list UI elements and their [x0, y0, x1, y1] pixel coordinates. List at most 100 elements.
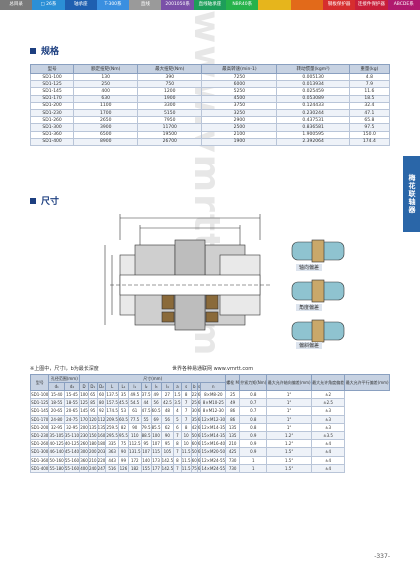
- table-cell: 24-75: [63, 414, 81, 424]
- table-cell: 112: [96, 414, 107, 424]
- dims-header-cell: 最大允许平行偏差(mm): [344, 374, 390, 391]
- table-cell: 4500: [201, 94, 278, 103]
- table-cell: 173: [150, 455, 162, 465]
- table-cell: 390: [137, 72, 203, 82]
- table-cell: 40-125: [48, 439, 65, 449]
- table-cell: SD1-100: [29, 389, 50, 400]
- table-cell: 135: [96, 422, 107, 432]
- table-cell: ±4: [310, 439, 346, 449]
- table-cell: 6500: [73, 130, 139, 139]
- table-cell: 0.437531: [276, 116, 350, 125]
- table-cell: 15-45: [63, 389, 81, 400]
- table-cell: 11700: [137, 123, 203, 132]
- table-cell: 1.5°: [266, 455, 312, 465]
- dims-subheader-cell: L: [105, 382, 119, 391]
- nav-item-0[interactable]: 总目录: [0, 0, 33, 10]
- dims-subheader-cell: l₃: [150, 382, 162, 391]
- table-cell: 50-160: [48, 455, 65, 465]
- table-cell: 14×M24-55: [200, 463, 227, 473]
- table-cell: 0.7: [239, 398, 268, 408]
- nav-item-10[interactable]: 钢板保护器: [322, 0, 356, 10]
- table-cell: 18-55: [63, 398, 81, 408]
- table-cell: SD1-125: [29, 80, 75, 89]
- spec-table: 型号额定扭矩(Nm)最大扭矩(Nm)最高转速(min-1)转动惯量(kgm²)重…: [29, 64, 391, 146]
- table-cell: 20-65: [63, 406, 81, 416]
- table-cell: 7: [173, 430, 182, 441]
- dims-header-cell: 最大允许角度偏差: [310, 374, 346, 391]
- nav-item-4[interactable]: 直线: [129, 0, 162, 10]
- nav-item-3[interactable]: T-300系: [96, 0, 130, 10]
- table-cell: 92: [96, 406, 107, 416]
- table-cell: 203: [96, 447, 107, 457]
- table-cell: 0.8: [239, 414, 268, 424]
- table-cell: 220: [96, 455, 107, 465]
- table-cell: 1.5: [173, 389, 182, 400]
- nav-item-8[interactable]: [258, 0, 291, 10]
- side-tab-coupling[interactable]: 梅花联轴器: [403, 156, 420, 232]
- table-cell: 49.5: [127, 389, 142, 400]
- table-cell: 730: [225, 463, 241, 473]
- table-cell: 209.5: [105, 414, 119, 424]
- spec-header-cell: 型号: [29, 64, 75, 74]
- table-cell: SD1-170: [29, 414, 50, 424]
- square-bullet-icon: [30, 47, 36, 54]
- nav-item-11[interactable]: 连接件保护器: [355, 0, 388, 10]
- dims-header-cell: 最大允许轴向偏差(mm): [266, 374, 312, 391]
- nav-item-6[interactable]: 直线轴承座: [193, 0, 227, 10]
- table-cell: 0.9: [239, 430, 268, 441]
- nav-item-9[interactable]: [290, 0, 323, 10]
- table-cell: 8×M12-30: [200, 406, 227, 416]
- dims-header-cell: 型号: [29, 374, 50, 391]
- section-dims-title: 尺寸: [41, 197, 60, 207]
- table-cell: 32-95: [63, 422, 81, 432]
- dims-header-cell: 尺寸(mm): [79, 374, 227, 383]
- table-cell: 90: [160, 430, 175, 441]
- table-cell: SD1-300: [29, 123, 75, 132]
- table-cell: ±2: [310, 389, 346, 400]
- table-cell: 4.8: [348, 72, 391, 82]
- table-cell: 80: [96, 398, 107, 408]
- dims-subheader-cell: a: [173, 382, 182, 391]
- table-cell: 0.005130: [276, 72, 350, 82]
- table-cell: 27: [160, 389, 175, 400]
- table-cell: 99: [117, 455, 129, 465]
- table-cell: 8: [173, 439, 182, 449]
- table-cell: 100: [79, 389, 89, 400]
- nav-item-7[interactable]: NBR40系: [226, 0, 259, 10]
- table-cell: 49: [225, 398, 241, 408]
- table-cell: 295.5: [105, 430, 119, 441]
- square-bullet-icon: [30, 197, 36, 204]
- table-cell: 65.8: [348, 116, 391, 125]
- table-cell: 335: [105, 439, 119, 449]
- table-cell: 174.4: [348, 137, 391, 146]
- table-cell: 86: [225, 414, 241, 424]
- nav-item-12[interactable]: ABCDE系: [387, 0, 420, 10]
- table-cell: 400: [73, 87, 139, 96]
- table-cell: 135: [225, 422, 241, 432]
- dims-subheader-cell: L₁: [117, 382, 129, 391]
- table-cell: 126: [117, 463, 129, 473]
- table-cell: 55-160: [63, 463, 81, 473]
- nav-item-5[interactable]: 2001050系: [161, 0, 194, 10]
- table-cell: 1.2°: [266, 430, 312, 441]
- table-cell: 2500: [201, 123, 278, 132]
- table-cell: 26700: [137, 137, 203, 146]
- section-spec-title: 规格: [41, 47, 60, 57]
- table-cell: 20-65: [48, 406, 65, 416]
- table-cell: 95.5: [117, 430, 129, 441]
- table-cell: 1°: [266, 406, 312, 416]
- table-cell: ±4: [310, 455, 346, 465]
- nav-item-1[interactable]: □ 26系: [32, 0, 65, 10]
- table-cell: 7: [180, 406, 192, 416]
- table-cell: 8×M8-20: [200, 389, 227, 400]
- table-cell: 1.2°: [266, 439, 312, 449]
- dims-subheader-cell: d₁: [48, 382, 65, 391]
- nav-item-2[interactable]: 轴承座: [64, 0, 97, 10]
- table-cell: 1700: [73, 108, 139, 118]
